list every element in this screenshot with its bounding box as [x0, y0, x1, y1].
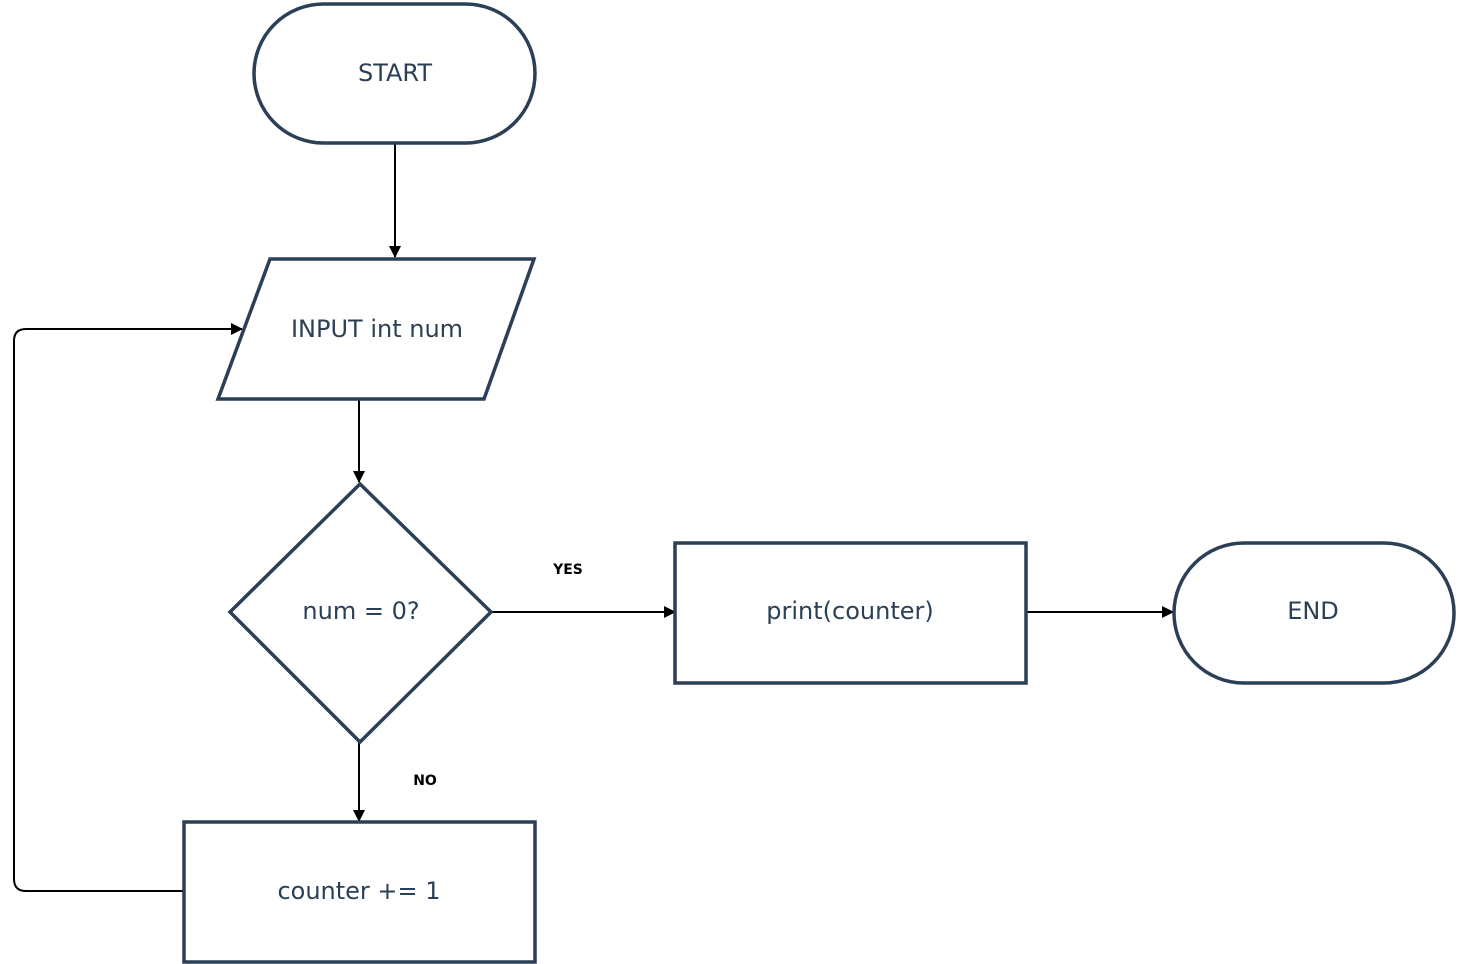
- edge-increment-to-input: [13, 323, 243, 892]
- node-decision: num = 0?: [227, 481, 494, 745]
- node-input: INPUT int num: [215, 257, 537, 401]
- node-increment: counter += 1: [182, 820, 537, 964]
- node-decision-label: num = 0?: [302, 597, 419, 625]
- node-print: print(counter): [673, 541, 1028, 685]
- node-end-label: END: [1287, 597, 1339, 625]
- edge-label-no: NO: [413, 773, 437, 789]
- node-end: END: [1172, 541, 1456, 685]
- node-input-label: INPUT int num: [291, 315, 463, 343]
- node-increment-label: counter += 1: [277, 877, 440, 905]
- node-print-label: print(counter): [766, 597, 933, 625]
- edge-label-yes: YES: [552, 562, 583, 578]
- node-start: START: [252, 2, 537, 145]
- node-start-label: START: [358, 59, 432, 87]
